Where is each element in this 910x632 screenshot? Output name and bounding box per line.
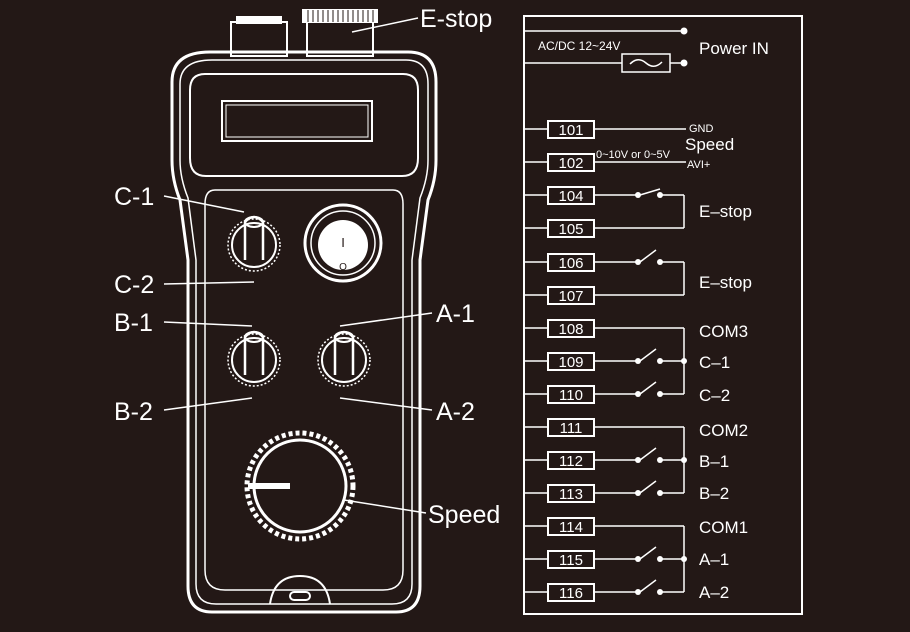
junction-dots [635,27,688,595]
label-b2: B-2 [114,398,153,426]
speed-range: 0~10V or 0~5V [596,149,671,161]
label-speed: Speed [428,501,500,529]
wiring-lines [524,30,686,593]
leader-a2 [339,397,433,411]
terminal-107: 107 [558,288,583,305]
speed-knob[interactable] [244,430,356,542]
group-estop-2: E–stop [699,273,752,292]
terminal-102: 102 [558,155,583,172]
group-c1: C–1 [699,353,730,372]
power-switch-bezel[interactable] [303,203,383,283]
lcd-inner [225,104,369,138]
terminal-108: 108 [558,321,583,338]
group-a2: A–2 [699,583,729,602]
label-c1: C-1 [114,183,154,211]
group-c2: C–2 [699,386,730,405]
power-spec: AC/DC 12~24V [538,39,620,53]
toggle-switch-c[interactable] [227,215,281,272]
speed-title: Speed [685,135,734,154]
group-b1: B–1 [699,452,729,471]
toggle-switch-a[interactable] [317,330,371,387]
speed-gnd: GND [689,123,714,135]
power-in-label: Power IN [699,39,769,58]
leader-b2 [163,397,253,411]
lcd-display [221,100,373,142]
terminal-101: 101 [558,122,583,139]
pendant [163,9,438,614]
label-a2: A-2 [436,398,475,426]
hanger-hook [269,574,331,605]
leader-c2 [163,281,255,285]
power-on-symbol: I [341,235,345,250]
cable-connector-cap [236,16,282,24]
estop-knurl [302,9,378,23]
display-bezel [189,73,419,177]
group-com2: COM2 [699,421,748,440]
control-panel-outline [204,189,404,591]
hanger-slot [289,591,311,601]
fuse-symbol [621,53,671,73]
label-c2: C-2 [114,271,154,299]
terminal-104: 104 [558,188,583,205]
terminal-115: 115 [559,552,583,569]
leader-speed [343,499,427,514]
terminal-blocks [547,120,595,602]
label-estop: E-stop [420,5,492,33]
terminal-112: 112 [559,453,583,470]
label-b1: B-1 [114,309,153,337]
toggle-switch-b[interactable] [227,330,281,387]
wiring-panel [523,15,803,615]
group-com1: COM1 [699,518,748,537]
power-off-symbol: O [339,262,347,273]
terminal-110: 110 [559,387,583,404]
power-switch-ring [310,210,376,276]
leader-a1 [339,312,433,327]
pendant-body-outline [170,50,438,614]
pendant-body-inner [179,59,429,605]
terminal-109: 109 [558,354,583,371]
group-estop-1: E–stop [699,202,752,221]
group-a1: A–1 [699,550,729,569]
power-switch-rocker[interactable] [318,220,368,270]
terminal-113: 113 [559,486,583,503]
speed-avi: AVI+ [687,159,710,171]
group-b2: B–2 [699,484,729,503]
label-a1: A-1 [436,300,475,328]
terminal-106: 106 [558,255,583,272]
group-com3: COM3 [699,322,748,341]
terminal-114: 114 [559,519,583,536]
leader-c1 [163,195,245,213]
terminal-116: 116 [559,585,583,602]
leader-estop [351,17,419,33]
leader-b1 [163,321,253,327]
terminal-105: 105 [558,221,583,238]
return-wires [660,360,685,593]
terminal-111: 111 [560,420,583,437]
